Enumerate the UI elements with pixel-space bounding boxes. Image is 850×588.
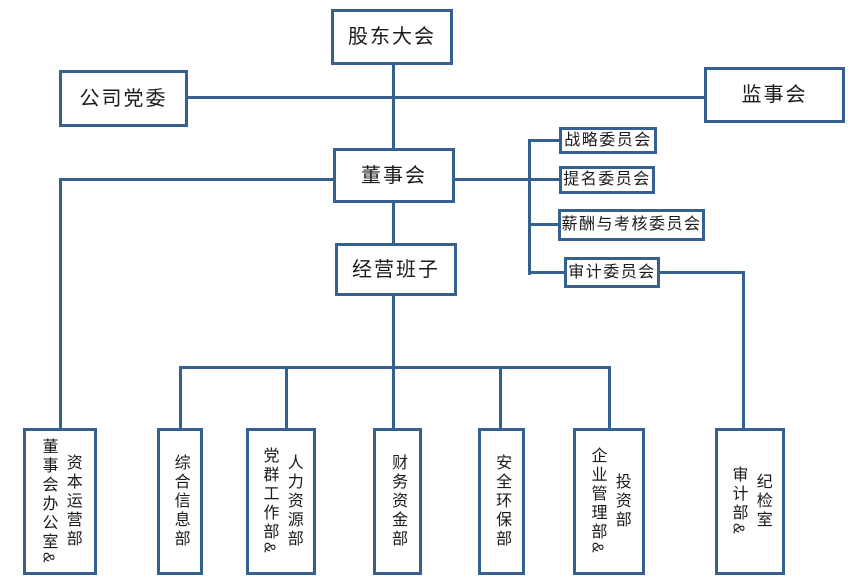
dept-label-column: 综合信息部	[171, 454, 189, 549]
node-supervisory-board: 监事会	[704, 67, 845, 123]
node-board-of-directors: 董事会	[333, 148, 455, 203]
dept-label-column: 董事会办公室&	[39, 437, 57, 566]
node-nomination-committee: 提名委员会	[559, 166, 655, 194]
dept-label-column: 纪检室	[753, 473, 771, 530]
node-dept-enterprise-management-investment: 企业管理部& 投资部	[573, 428, 645, 575]
node-label: 股东大会	[348, 26, 436, 48]
dept-label-column: 资本运营部	[63, 454, 81, 549]
connector-info-dept-drop	[179, 366, 182, 430]
connector-compensation-committee	[528, 223, 561, 226]
node-dept-safety-environment: 安全环保部	[478, 428, 525, 575]
dept-label-column: 企业管理部&	[588, 447, 606, 556]
node-dept-finance-funds: 财务资金部	[373, 428, 422, 575]
connector-audit-committee	[528, 271, 567, 274]
node-label: 战略委员会	[564, 131, 652, 149]
connector-hr-dept-drop	[285, 366, 288, 430]
node-label: 公司党委	[79, 87, 168, 110]
node-dept-audit-discipline-inspection: 审计部& 纪检室	[715, 428, 785, 575]
connector-safety-dept-drop	[499, 366, 502, 430]
node-label: 提名委员会	[563, 171, 651, 188]
node-label: 审计委员会	[568, 263, 656, 281]
connector-audit-committee-right	[657, 271, 745, 274]
node-shareholders-meeting: 股东大会	[331, 9, 453, 65]
node-label: 经营班子	[352, 258, 440, 281]
node-label: 监事会	[741, 84, 808, 106]
connector-enterprise-dept-drop	[608, 366, 611, 430]
node-label: 董事会	[361, 164, 427, 187]
connector-audit-dept-drop	[742, 271, 745, 429]
node-dept-comprehensive-information: 综合信息部	[157, 428, 203, 575]
node-audit-committee: 审计委员会	[564, 257, 660, 288]
node-strategy-committee: 战略委员会	[559, 127, 657, 154]
connector-party-to-supervisory	[188, 96, 705, 99]
dept-label-column: 财务资金部	[389, 454, 407, 549]
connector-strategy-committee	[528, 139, 562, 142]
dept-label-column: 投资部	[612, 473, 630, 530]
connector-board-left	[59, 178, 335, 181]
node-label: 薪酬与考核委员会	[561, 216, 702, 233]
node-management-team: 经营班子	[335, 243, 457, 296]
connector-management-drop	[392, 294, 395, 430]
node-dept-board-office-capital-operations: 董事会办公室& 资本运营部	[23, 428, 97, 575]
connector-shareholders-to-board	[392, 64, 395, 149]
node-compensation-committee: 薪酬与考核委员会	[558, 209, 705, 241]
node-party-committee: 公司党委	[59, 70, 188, 127]
dept-label-column: 党群工作部&	[260, 447, 278, 556]
dept-label-column: 审计部&	[729, 466, 747, 537]
connector-board-to-committee-spine	[453, 178, 561, 181]
dept-label-column: 人力资源部	[284, 454, 302, 549]
dept-label-column: 安全环保部	[493, 454, 511, 549]
connector-board-to-management	[392, 201, 395, 244]
node-dept-party-masses-human-resources: 党群工作部& 人力资源部	[246, 428, 316, 575]
connector-board-office-drop	[59, 178, 62, 430]
committee-spine	[528, 139, 531, 275]
connector-departments-bus	[179, 366, 611, 369]
